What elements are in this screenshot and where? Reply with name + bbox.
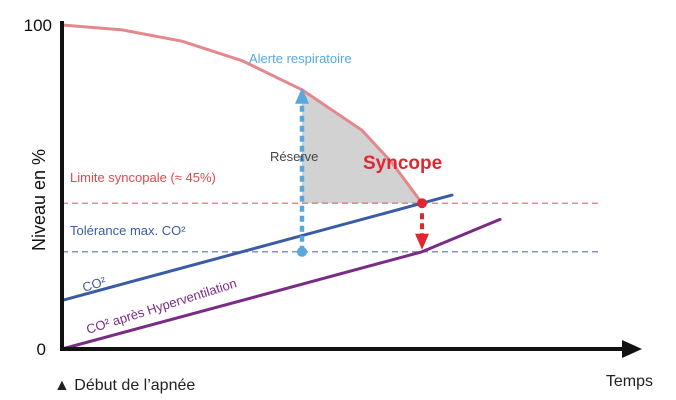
plot-area [60, 21, 642, 358]
syncope-limit-label: Limite syncopale (≈ 45%) [70, 170, 216, 185]
reserve-area [302, 89, 422, 204]
syncope-point [417, 198, 427, 209]
y-tick-100: 100 [24, 16, 52, 35]
y-axis-label: Niveau en % [29, 149, 49, 251]
reserve-label: Réserve [270, 149, 318, 164]
co2-series-label: CO² [80, 273, 108, 295]
alert-point [297, 246, 307, 257]
syncope-label: Syncope [363, 153, 442, 174]
alert-arrow-head [295, 87, 309, 104]
apnea-start-label: ▲ Début de l’apnée [54, 377, 195, 394]
alert-label: Alerte respiratoire [249, 51, 352, 66]
co2-tolerance-label: Tolérance max. CO² [70, 223, 186, 238]
x-axis-arrowhead [622, 340, 642, 358]
co2-hyperventilation-line [60, 217, 502, 351]
x-axis-label: Temps [606, 373, 653, 390]
y-tick-0: 0 [37, 340, 46, 359]
co2-line [60, 193, 454, 302]
syncope-arrow-head [415, 233, 429, 250]
